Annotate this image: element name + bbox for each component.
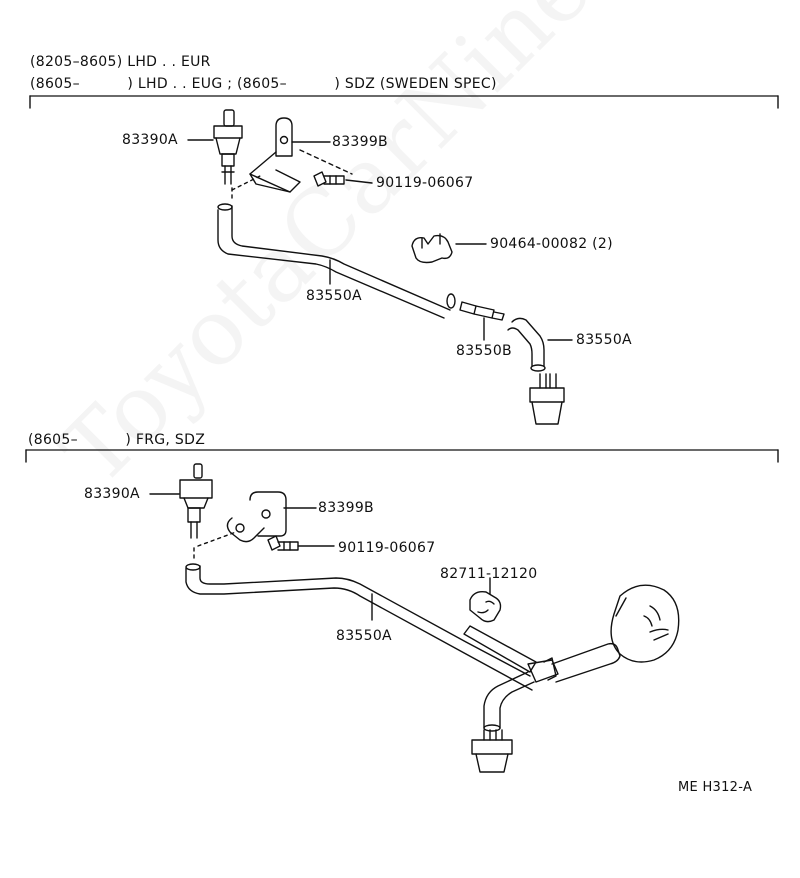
label-90464: 90464-00082 (2) (490, 236, 613, 252)
wire-clamp-bottom (469, 590, 502, 623)
diagram-code: ME H312-A (678, 780, 753, 795)
label-83550b: 83550B (456, 343, 512, 359)
leader-dash-top (299, 149, 353, 175)
vacuum-switch-valve-top (213, 109, 243, 185)
vacuum-fitting-top (529, 373, 565, 425)
section-divider-bottom (25, 449, 779, 463)
vacuum-hose-long-bottom (185, 563, 537, 691)
vacuum-hose-short-top (507, 317, 546, 372)
header-top-line1: (8205–8605) LHD . . EUR (30, 54, 211, 70)
vacuum-switch-valve-bottom (179, 463, 213, 539)
hose-clamp-top (411, 233, 453, 264)
bracket-bottom (226, 491, 287, 543)
bolt-top (313, 171, 345, 187)
leader-dash-bracket-bottom (197, 531, 237, 547)
label-83399b-top: 83399B (332, 134, 388, 150)
label-90119-top: 90119-06067 (376, 175, 474, 191)
label-90119-bottom: 90119-06067 (338, 540, 436, 556)
header-bottom-line1: (8605– ) FRG, SDZ (28, 432, 206, 448)
hose-connector-top (459, 301, 505, 321)
label-83390a-bottom: 83390A (84, 486, 140, 502)
label-83390a-top: 83390A (122, 132, 178, 148)
vacuum-fitting-bottom (471, 729, 513, 773)
label-82711: 82711-12120 (440, 566, 538, 582)
label-83399b-bottom: 83399B (318, 500, 374, 516)
vacuum-actuator-bottom (610, 584, 680, 663)
vacuum-hose-long-top (217, 203, 456, 319)
bolt-bottom (267, 535, 299, 551)
bracket-top (249, 117, 301, 193)
leader-bolt-top (345, 179, 373, 184)
leader-dash-bracket-top (231, 175, 261, 191)
section-divider-top (29, 95, 779, 109)
label-83550a-top-2: 83550A (576, 332, 632, 348)
header-top-line2: (8605– ) LHD . . EUG ; (8605– ) SDZ (SWE… (30, 76, 497, 92)
label-83550a-top-1: 83550A (306, 288, 362, 304)
label-83550a-bottom: 83550A (336, 628, 392, 644)
